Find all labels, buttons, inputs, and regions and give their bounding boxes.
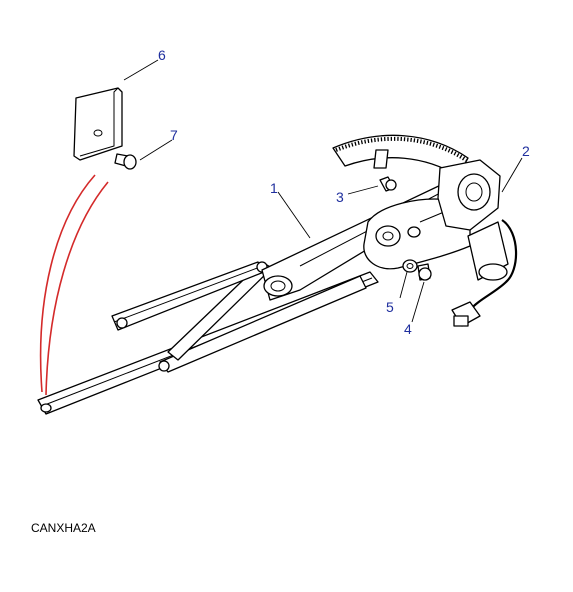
callout-1: 1 [270,180,278,196]
bolt-4 [417,263,432,281]
callout-2: 2 [522,143,530,159]
motor-harness [451,219,518,327]
regulator-motor [437,159,509,281]
fitting-guide-lines [39,174,109,396]
cover-screw [114,153,137,170]
callout-7: 7 [170,127,178,143]
callout-3: 3 [336,189,344,205]
lift-channel [111,261,268,331]
callout-4: 4 [404,321,412,337]
scissor-arm [158,261,367,373]
callout-6: 6 [158,47,166,63]
rail-end-cover [73,87,123,161]
bolt-3 [379,176,397,192]
callout-labels: 6 7 1 2 3 5 4 [158,47,530,337]
callout-5: 5 [386,299,394,315]
washer-5 [402,259,418,273]
quadrant-gear-sector [332,134,469,177]
figure-code: CANXHA2A [31,521,96,535]
leader-lines [123,59,523,323]
